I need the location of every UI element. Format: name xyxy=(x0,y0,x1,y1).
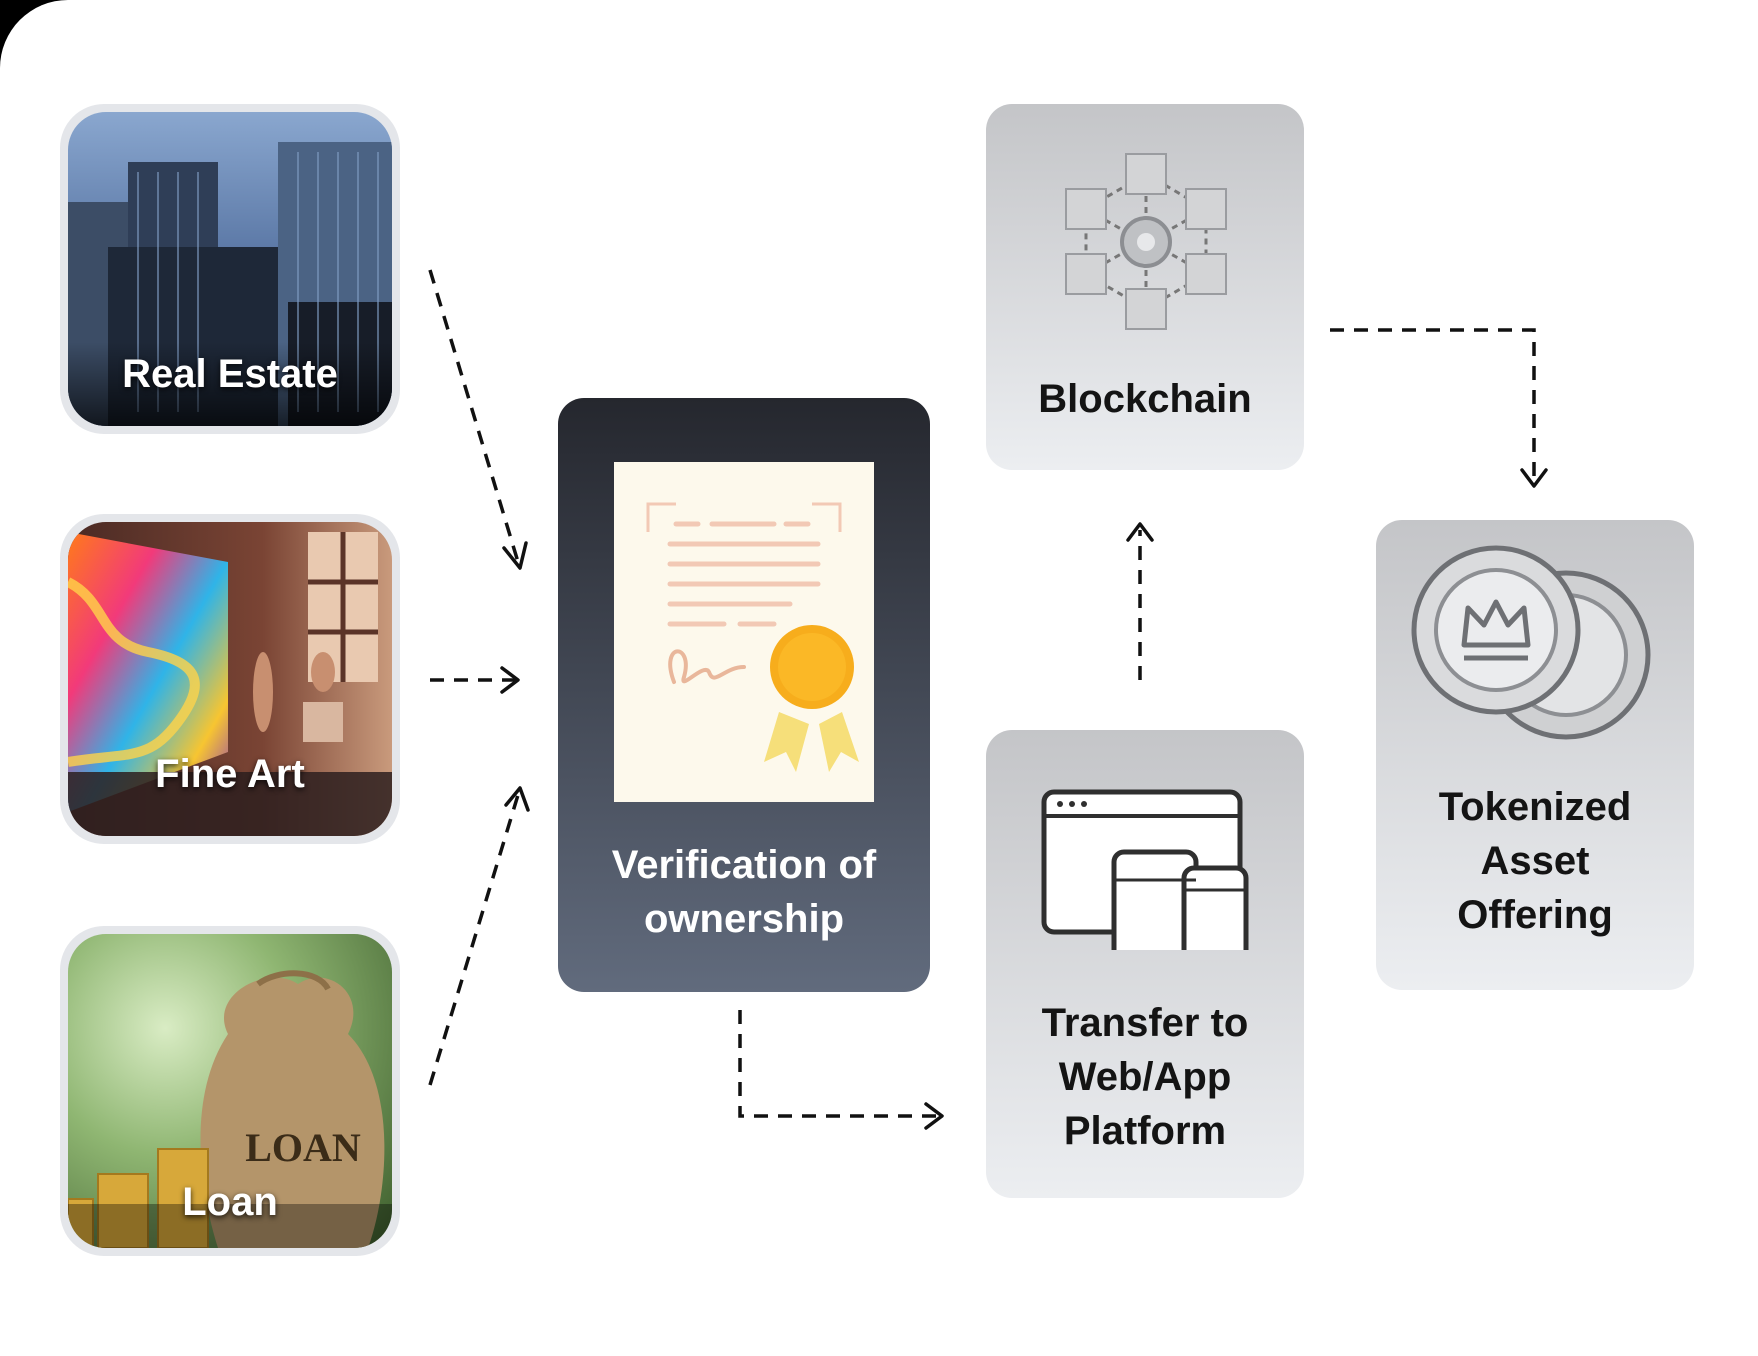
real-estate-tile: Real Estate xyxy=(60,104,400,434)
blockchain-title: Blockchain xyxy=(1038,377,1252,421)
verification-card: Verification of ownership xyxy=(558,398,930,992)
fine-art-tile: Fine Art xyxy=(60,514,400,844)
arrow-real-estate-to-verification xyxy=(428,269,520,563)
loan-label: Loan xyxy=(182,1180,278,1224)
verification-title: Verification of ownership xyxy=(611,843,877,941)
transfer-card: Transfer to Web/App Platform xyxy=(986,730,1304,1198)
coins-icon xyxy=(1411,545,1651,740)
blockchain-icon xyxy=(1065,153,1227,330)
arrow-loan-to-verification xyxy=(428,794,520,1086)
loan-tile: LOAN Loan xyxy=(60,926,400,1256)
fine-art-label: Fine Art xyxy=(155,752,305,796)
fine-art-image: Fine Art xyxy=(68,522,392,836)
arrow-verification-to-transfer xyxy=(738,1010,940,1118)
certificate-icon xyxy=(614,462,874,802)
blockchain-card: Blockchain xyxy=(986,104,1304,470)
real-estate-label: Real Estate xyxy=(122,352,338,396)
transfer-title: Transfer to Web/App Platform xyxy=(1041,1001,1249,1153)
tokenized-title: Tokenized Asset Offering xyxy=(1438,785,1632,937)
arrow-blockchain-to-tokenized xyxy=(1330,328,1536,482)
tokenized-card: Tokenized Asset Offering xyxy=(1376,520,1694,990)
devices-icon xyxy=(1041,789,1249,950)
loan-bag-text: LOAN xyxy=(245,1125,361,1170)
loan-image: LOAN Loan xyxy=(68,934,392,1248)
real-estate-image: Real Estate xyxy=(68,112,392,426)
